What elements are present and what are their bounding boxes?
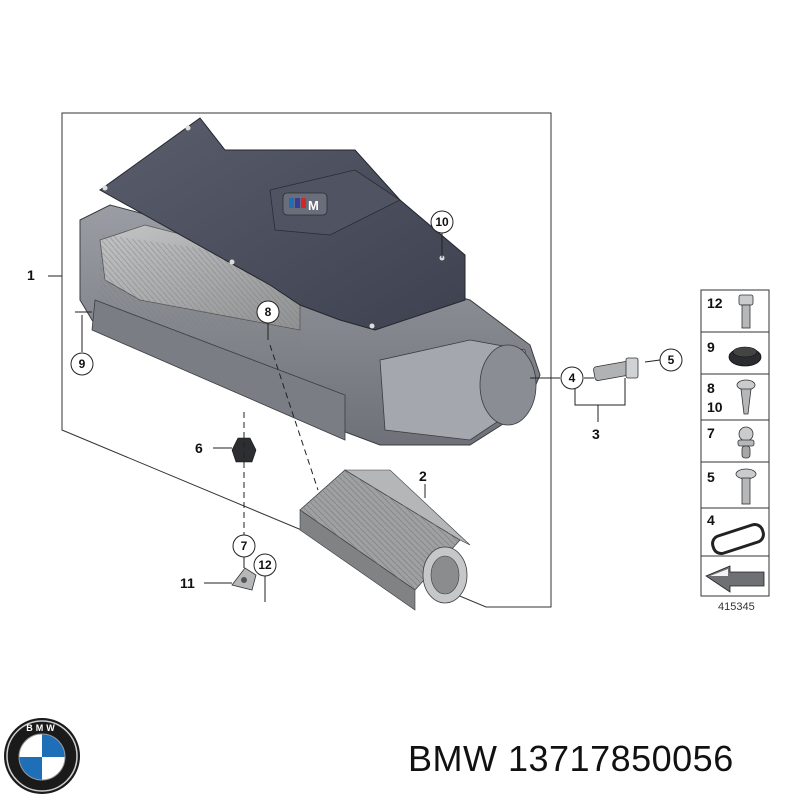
self-tapping-screw-icon [736, 379, 756, 415]
gasket-ring-icon [711, 522, 765, 556]
air-filter-housing [79, 204, 541, 446]
callout-11: 11 [180, 575, 195, 591]
svg-text:5: 5 [707, 469, 715, 485]
svg-text:10: 10 [707, 399, 723, 415]
svg-text:7: 7 [241, 539, 248, 553]
screw-short-icon [738, 294, 754, 329]
svg-text:7: 7 [707, 425, 715, 441]
legend-row-7: 7 [707, 425, 755, 459]
svg-text:6: 6 [195, 440, 203, 456]
svg-text:9: 9 [79, 357, 86, 371]
callout-2: 2 [419, 468, 427, 484]
m-badge-text: M [308, 198, 319, 213]
engine-cover: M [99, 117, 466, 331]
callout-6: 6 [195, 440, 203, 456]
leader-lines [48, 232, 661, 602]
svg-text:2: 2 [419, 468, 427, 484]
svg-text:3: 3 [592, 426, 600, 442]
svg-text:1: 1 [27, 267, 35, 283]
rubber-grommet-icon [728, 346, 762, 367]
fastener-legend: 12 9 8 10 7 [700, 289, 770, 613]
legend-row-12: 12 [707, 294, 754, 329]
legend-row-5: 5 [707, 468, 757, 505]
bmw-logo-icon: BMW [4, 718, 80, 794]
svg-text:11: 11 [180, 575, 195, 591]
svg-text:4: 4 [569, 371, 576, 385]
legend-row-4: 4 [707, 512, 765, 556]
callout-1: 1 [27, 267, 35, 283]
callout-3: 3 [592, 426, 600, 442]
svg-text:12: 12 [707, 295, 723, 311]
callout-9: 9 [70, 352, 94, 376]
part-number-title: BMW 13717850056 [408, 738, 734, 779]
arrow-continuation-icon [705, 565, 765, 593]
legend-row-8-10: 8 10 [707, 379, 756, 415]
svg-text:4: 4 [707, 512, 715, 528]
callout-8: 8 [256, 300, 280, 324]
filter-element [299, 469, 471, 611]
svg-text:12: 12 [258, 558, 272, 572]
bolt-assembly-part [593, 357, 639, 381]
svg-text:5: 5 [668, 353, 675, 367]
hex-bolt-icon [735, 468, 757, 505]
svg-text:9: 9 [707, 339, 715, 355]
bracket-part [231, 567, 257, 591]
nut-part [231, 437, 257, 463]
diagram-frame [61, 112, 552, 608]
legend-row-9: 9 [707, 339, 762, 367]
callout-4: 4 [560, 366, 584, 390]
diagram-number: 415345 [718, 601, 755, 613]
expansion-rivet-icon [737, 426, 755, 459]
m-badge: M [282, 192, 328, 216]
svg-text:8: 8 [265, 305, 272, 319]
legend-row-arrow [705, 565, 765, 593]
callout-7: 7 [232, 534, 256, 558]
svg-text:10: 10 [435, 215, 449, 229]
callout-12: 12 [253, 553, 277, 577]
svg-text:8: 8 [707, 380, 715, 396]
callout-10: 10 [430, 210, 454, 234]
bmw-logo-text: BMW [26, 723, 58, 733]
callout-5: 5 [659, 348, 683, 372]
